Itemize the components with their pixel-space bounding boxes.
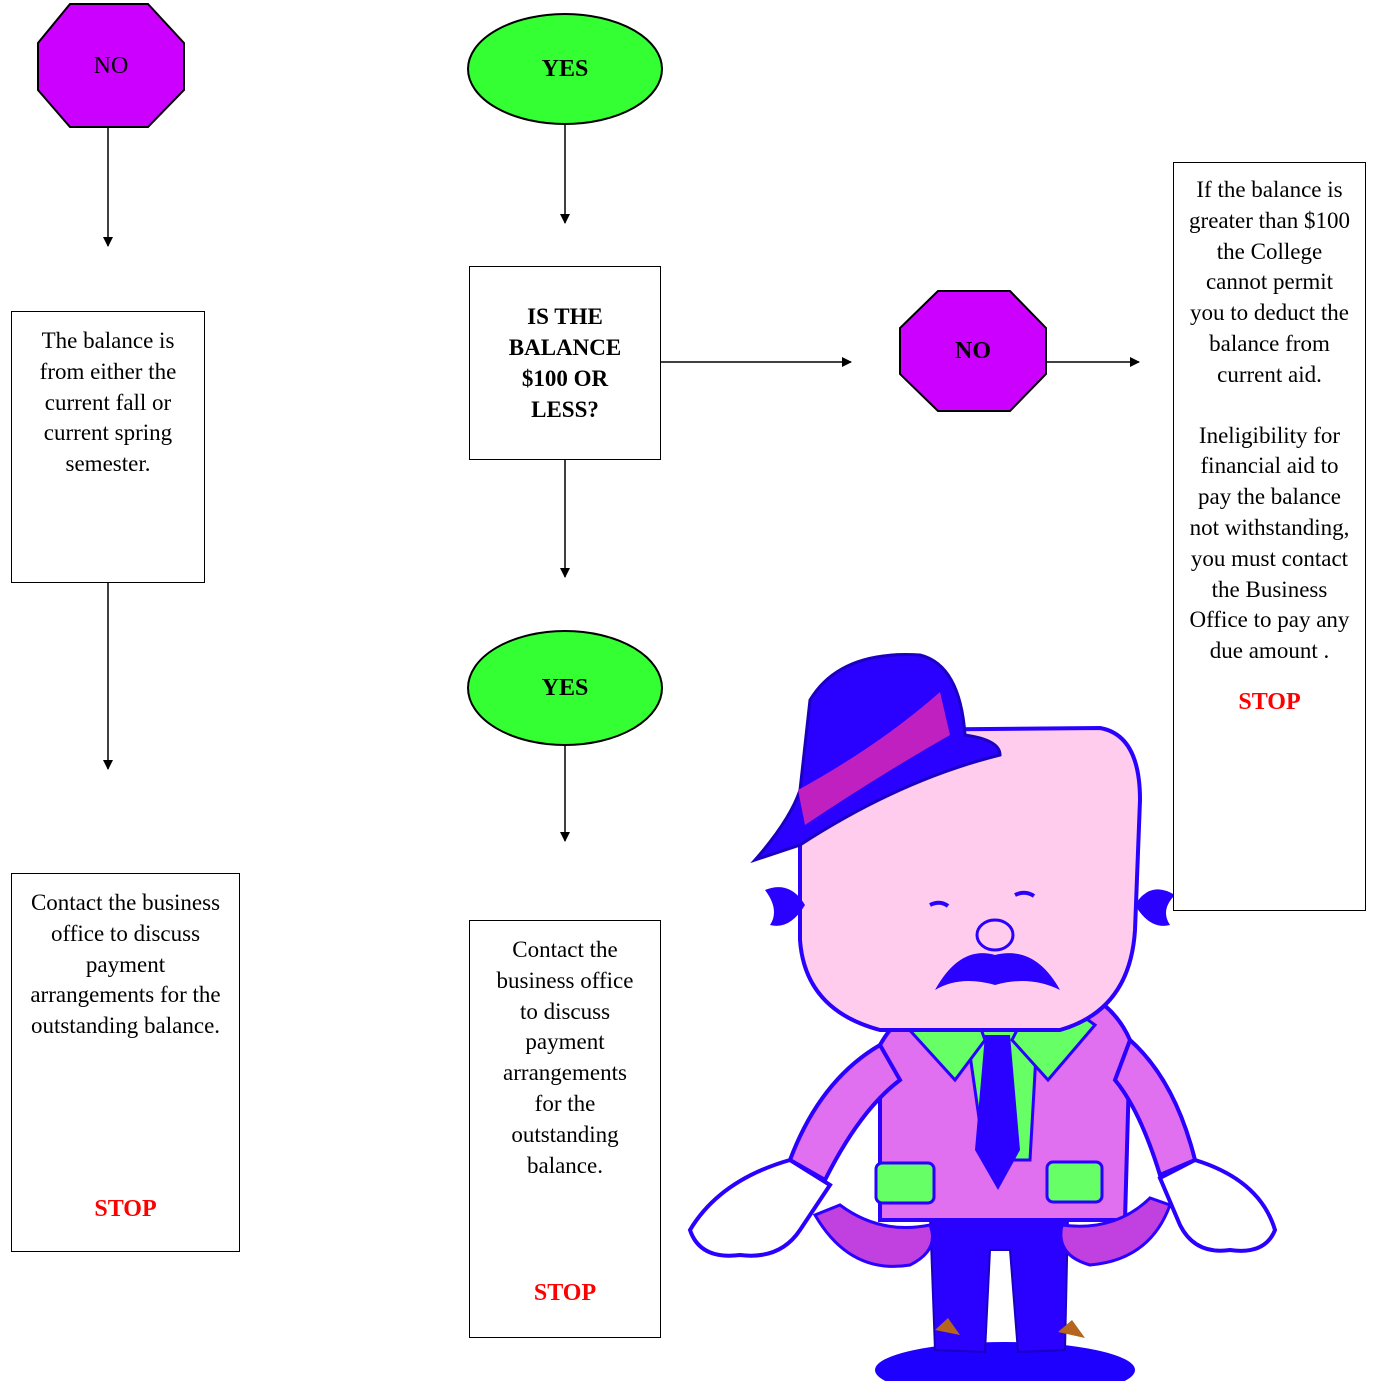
balance-source-box: The balance is from either the current f… — [11, 311, 205, 583]
yes-ellipse-bottom — [467, 630, 663, 746]
question-box: IS THE BALANCE $100 OR LESS? — [469, 266, 661, 460]
mustache — [935, 953, 1060, 990]
info-para-1: If the balance is greater than $100 the … — [1189, 177, 1350, 387]
question-text: IS THE BALANCE $100 OR LESS? — [508, 304, 622, 422]
left-empty-pocket — [812, 1203, 934, 1268]
yes-ellipse-top — [467, 13, 663, 125]
tie — [975, 1035, 1020, 1190]
right-pocket — [1045, 1160, 1104, 1204]
contact-box-center: Contact the business office to discuss p… — [469, 920, 661, 1338]
no-label-left: NO — [93, 52, 129, 79]
contact-text-center: Contact the business office to discuss p… — [496, 937, 634, 1178]
contact-box-left: Contact the business office to discuss p… — [11, 873, 240, 1252]
yes-label-bottom: YES — [541, 675, 589, 701]
balance-source-text: The balance is from either the current f… — [39, 328, 177, 477]
info-para-2: Ineligibility for financial aid to pay t… — [1189, 422, 1350, 664]
no-octagon-left — [37, 3, 185, 128]
left-pocket — [874, 1161, 936, 1205]
right-empty-pocket — [1059, 1196, 1172, 1267]
no-label-right: NO — [955, 338, 991, 364]
stop-label-right: STOP — [1238, 688, 1301, 715]
stop-label-left: STOP — [94, 1196, 157, 1222]
info-box-right: If the balance is greater than $100 the … — [1173, 162, 1366, 911]
contact-text-left: Contact the business office to discuss p… — [30, 890, 221, 1039]
no-octagon-right — [899, 290, 1047, 412]
right-hand — [1157, 1157, 1278, 1253]
legs — [928, 1214, 1070, 1354]
yes-label-top: YES — [541, 56, 589, 82]
nose — [975, 918, 1015, 952]
hat-band — [798, 692, 950, 825]
ground-shadow — [875, 1342, 1135, 1381]
stop-label-center: STOP — [533, 1280, 597, 1306]
left-hand — [687, 1157, 833, 1258]
